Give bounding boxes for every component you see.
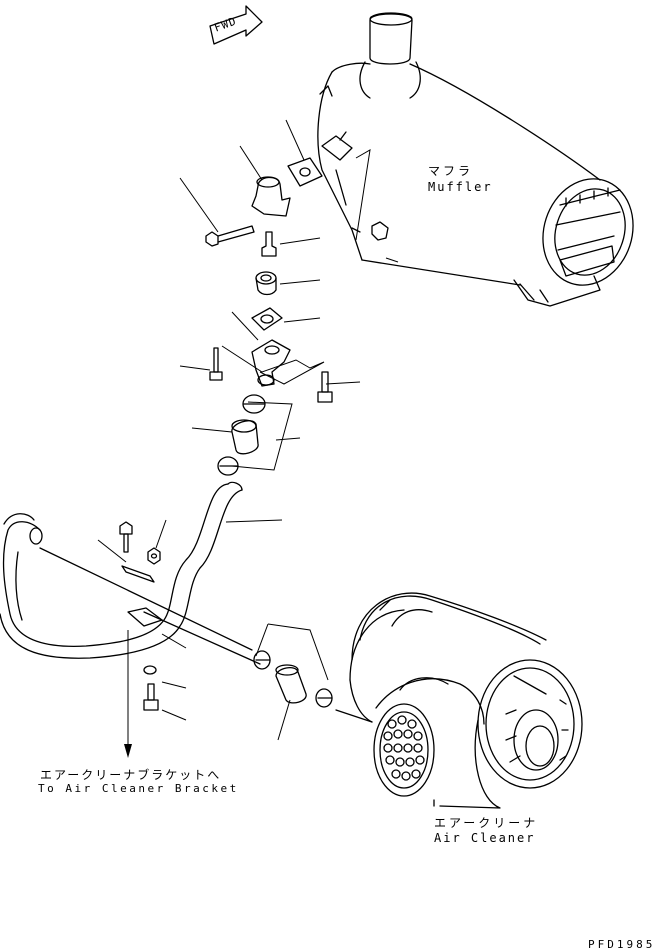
muffler-label-en: Muffler	[428, 180, 493, 194]
gasket-upper	[287, 157, 323, 187]
bolt-lower	[143, 683, 159, 711]
drawing-code: PFD1985	[588, 938, 656, 951]
bracket-assembly	[39, 547, 261, 665]
gasket-middle	[251, 307, 283, 331]
inlet-screen	[383, 715, 425, 781]
hose-clamp-lower-right	[315, 688, 333, 708]
leader-lines-mid	[97, 519, 329, 741]
elbow-fitting-upper	[251, 176, 291, 217]
fwd-arrow	[209, 5, 263, 45]
hose-lower	[275, 664, 307, 704]
air-cleaner-label-en: Air Cleaner	[434, 831, 536, 845]
leader-lines-top	[179, 119, 399, 471]
intake-pipe	[0, 481, 243, 659]
washer-lower	[143, 665, 157, 675]
flange-elbow	[251, 339, 291, 387]
bracket-label-en: To Air Cleaner Bracket	[38, 782, 239, 795]
hose-clamp-lower-left	[253, 650, 271, 670]
bracket-label-jp: エアークリーナブラケットへ	[40, 768, 222, 782]
air-cleaner	[335, 592, 583, 809]
stud	[261, 231, 277, 257]
bolt-right	[317, 371, 333, 403]
bracket-bolt	[119, 521, 133, 553]
bracket-arrow	[124, 630, 132, 758]
spherical-washer	[255, 271, 277, 296]
air-cleaner-label-jp: エアークリーナ	[434, 816, 539, 830]
muffler-label-jp: マフラ	[428, 164, 474, 178]
hose-clamp-lower	[217, 456, 239, 476]
bracket-nut	[147, 547, 161, 565]
hose-upper	[231, 419, 259, 455]
bolt-upper	[205, 225, 255, 247]
hose-clamp-upper	[242, 394, 266, 414]
muffler	[317, 12, 634, 307]
bolt-left	[209, 347, 223, 381]
